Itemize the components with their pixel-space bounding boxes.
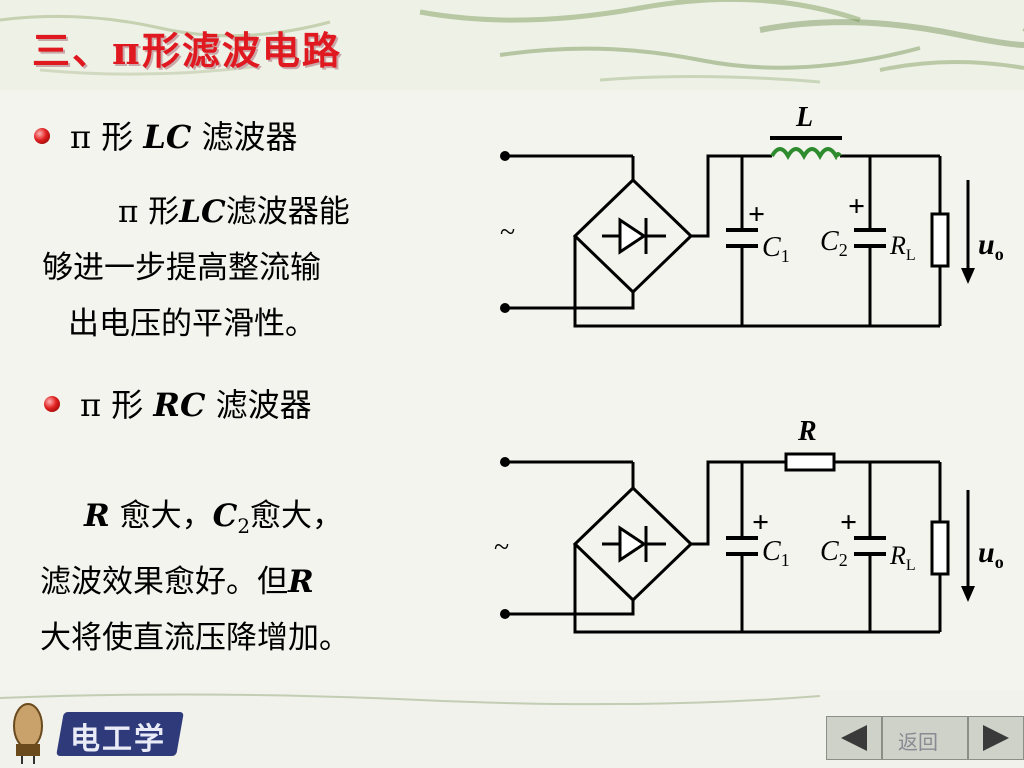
rc-heading-em: RC — [153, 386, 206, 424]
output-arrow-icon — [961, 586, 975, 602]
input-terminal-bottom — [500, 609, 510, 619]
resistor-label: R — [797, 416, 817, 447]
rl-label: RL — [889, 541, 916, 574]
back-button[interactable] — [882, 716, 968, 760]
rc-circuit-diagram: R ~ + + C1 C2 RL uo — [494, 416, 1004, 634]
triangle-left-icon — [841, 725, 867, 751]
slide-title: 三、π形滤波电路 — [32, 28, 342, 73]
header-decoration — [0, 0, 1024, 90]
lc-heading-em: LC — [143, 118, 192, 156]
rc-heading-prefix: π 形 — [80, 386, 154, 424]
rc-heading: π 形 RC 滤波器 — [80, 380, 312, 426]
lc-heading-prefix: π 形 — [70, 118, 144, 156]
c2-plus: + — [848, 190, 865, 223]
back-button-label: 返回 — [898, 730, 938, 754]
lc-heading-suffix: 滤波器 — [191, 118, 298, 156]
input-terminal-top — [500, 151, 510, 161]
rl-label: RL — [889, 231, 916, 264]
c1-plus: + — [752, 506, 769, 539]
input-terminal-bottom — [500, 303, 510, 313]
rc-description: R 愈大，C2愈大， 滤波效果愈好。但R 大将使直流压降增加。 — [40, 488, 350, 666]
lc-desc-line2: 够进一步提高整流输 — [42, 250, 321, 286]
lc-description: π 形LC滤波器能 够进一步提高整流输 出电压的平滑性。 — [42, 184, 350, 352]
c1-label: C1 — [762, 536, 790, 570]
c1-label: C1 — [762, 232, 790, 266]
load-resistor — [930, 212, 950, 268]
uo-label: uo — [978, 228, 1004, 264]
load-resistor — [930, 520, 950, 576]
inductor-coil — [770, 147, 842, 161]
footer-logo-text: 电工学 — [70, 722, 166, 757]
c2-label: C2 — [820, 226, 848, 260]
lc-heading: π 形 LC 滤波器 — [70, 112, 298, 158]
triangle-right-icon — [983, 725, 1009, 751]
ac-symbol: ~ — [500, 217, 515, 248]
rc-heading-suffix: 滤波器 — [205, 386, 312, 424]
diode-symbol — [602, 525, 666, 563]
c2-plus: + — [840, 506, 857, 539]
rc-desc-line2: 滤波效果愈好。但R — [40, 564, 314, 601]
inductor-bar — [770, 136, 842, 140]
c2-label: C2 — [820, 536, 848, 570]
bullet-icon — [44, 396, 60, 412]
prev-button[interactable] — [826, 716, 882, 760]
vacuum-tube-icon — [13, 703, 43, 764]
inductor-label: L — [795, 102, 813, 133]
c1-plus: + — [748, 198, 765, 231]
lc-desc-line3: 出电压的平滑性。 — [68, 306, 316, 342]
lc-desc-line1: π 形LC滤波器能 — [118, 194, 350, 230]
input-terminal-top — [500, 457, 510, 467]
next-button[interactable] — [968, 716, 1024, 760]
rc-desc-line1: R 愈大，C2愈大， — [84, 498, 344, 539]
output-arrow-icon — [961, 268, 975, 284]
bullet-icon — [34, 128, 50, 144]
uo-label: uo — [978, 536, 1004, 572]
diode-symbol — [602, 217, 666, 255]
series-resistor — [784, 452, 836, 472]
ac-symbol: ~ — [494, 532, 509, 563]
lc-circuit-diagram: L ~ + + C1 C2 RL uo — [500, 102, 1004, 328]
rc-desc-line3: 大将使直流压降增加。 — [40, 620, 350, 657]
